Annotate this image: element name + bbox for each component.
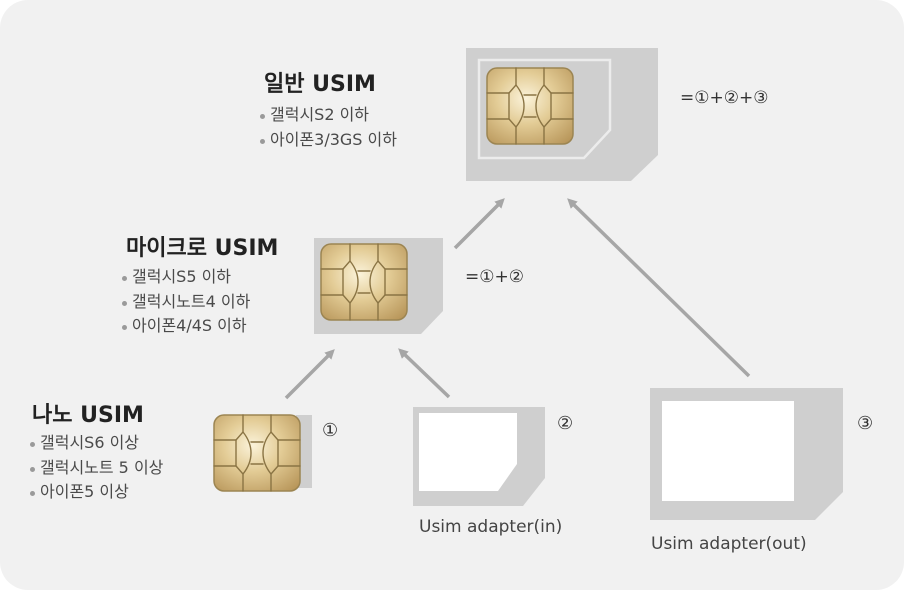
arrow-adapter-in-to-micro [398, 348, 451, 399]
list-item: 갤럭시S6 이상 [28, 431, 163, 456]
micro-usim-device-list: 갤럭시S5 이하 갤럭시노트4 이하 아이폰4/4S 이하 [120, 265, 250, 339]
nano-usim-title: 나노 USIM [32, 403, 144, 428]
adapter-in-marker: ② [557, 413, 574, 434]
arrow-nano-to-micro [284, 349, 335, 400]
usim-adapter-in [413, 407, 545, 506]
micro-usim-chip [320, 243, 408, 321]
micro-usim-title: 마이크로 USIM [126, 236, 279, 261]
standard-usim-device-list: 갤럭시S2 이하 아이폰3/3GS 이하 [258, 103, 397, 152]
standard-usim-chip [486, 67, 574, 145]
list-item: 아이폰5 이상 [28, 480, 163, 505]
list-item: 아이폰4/4S 이하 [120, 314, 250, 339]
nano-usim-card [213, 414, 312, 492]
usim-adapter-out [650, 388, 843, 520]
list-item: 갤럭시노트4 이하 [120, 290, 250, 315]
arrow-adapter-out-to-standard [567, 198, 751, 378]
arrow-micro-to-standard [453, 198, 505, 250]
adapter-out-caption: Usim adapter(out) [651, 534, 807, 554]
standard-usim-formula: =①+②+③ [680, 88, 769, 108]
nano-usim-chip [213, 414, 301, 492]
arrows [284, 198, 751, 400]
list-item: 갤럭시S5 이하 [120, 265, 250, 290]
standard-usim-title: 일반 USIM [264, 72, 376, 97]
nano-usim-marker: ① [322, 420, 339, 441]
micro-usim-card [314, 238, 443, 334]
adapter-in-caption: Usim adapter(in) [419, 517, 563, 537]
adapter-out-marker: ③ [857, 413, 874, 434]
list-item: 아이폰3/3GS 이하 [258, 128, 397, 153]
micro-usim-formula: =①+② [465, 267, 524, 287]
list-item: 갤럭시노트 5 이상 [28, 456, 163, 481]
standard-usim-card [466, 48, 658, 181]
list-item: 갤럭시S2 이하 [258, 103, 397, 128]
nano-usim-device-list: 갤럭시S6 이상 갤럭시노트 5 이상 아이폰5 이상 [28, 431, 163, 505]
